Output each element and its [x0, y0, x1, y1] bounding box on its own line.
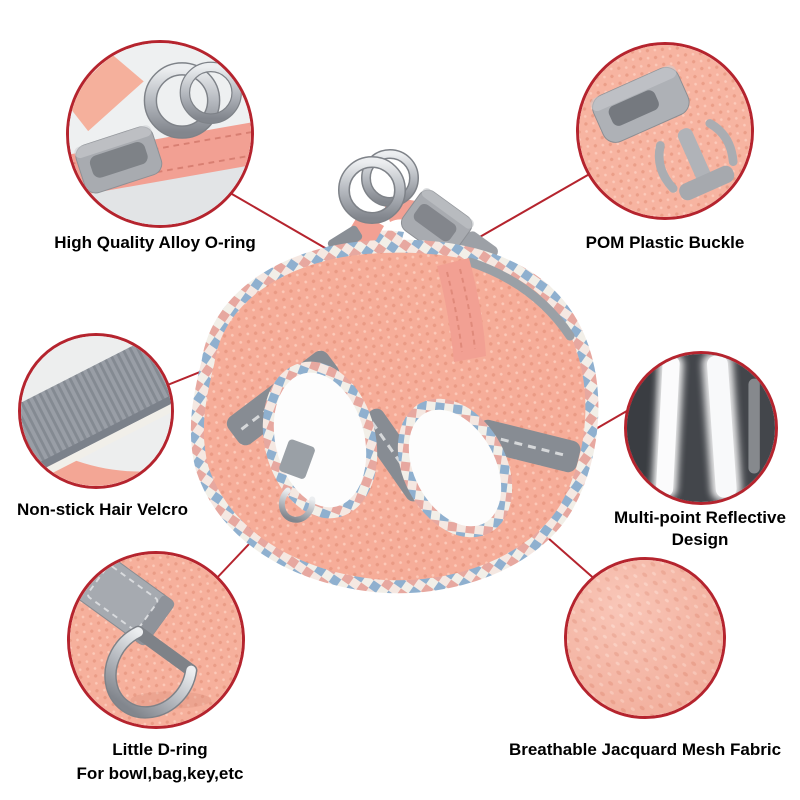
- callout-mesh: [564, 557, 726, 719]
- leg-hole-right: [397, 398, 513, 538]
- dring-sublabel: For bowl,bag,key,etc: [76, 764, 244, 783]
- dring-label: Little D-ring: [112, 740, 208, 759]
- connector-line-oring: [224, 189, 333, 253]
- callout-reflective: [624, 351, 778, 505]
- reflective-label: Multi-point Reflective Design: [614, 508, 786, 550]
- buckle-detail-photo: [579, 45, 751, 217]
- reflective-strip-right: [475, 419, 581, 473]
- mesh-detail-photo: [567, 560, 723, 716]
- reflective-bar-1: [652, 354, 684, 499]
- callout-buckle: [576, 42, 754, 220]
- callout-dring: [67, 551, 245, 729]
- metal-d-ring: [104, 625, 198, 719]
- o-ring: [338, 149, 419, 224]
- mesh-label: Breathable Jacquard Mesh Fabric: [508, 740, 782, 759]
- harness-chest-strap: [437, 258, 486, 362]
- buckle-female-part: [590, 65, 690, 143]
- buckle-label: POM Plastic Buckle: [585, 233, 745, 252]
- oring-buckle-piece: [74, 125, 163, 194]
- reflective-detail-photo: [627, 354, 775, 502]
- velcro-label: Non-stick Hair Velcro: [16, 500, 188, 519]
- gray-edge-binding: [465, 257, 575, 341]
- harness-d-ring: [278, 439, 316, 523]
- callout-velcro: [18, 333, 174, 489]
- connector-line-buckle: [477, 167, 601, 239]
- velcro-detail-photo: [21, 336, 171, 486]
- callout-oring: [66, 40, 254, 228]
- alloy-o-rings: [143, 61, 242, 139]
- oring-label: High Quality Alloy O-ring: [54, 233, 256, 252]
- reflective-bar-2: [702, 354, 742, 501]
- dring-detail-photo: [70, 554, 242, 726]
- oring-detail-photo: [69, 43, 251, 225]
- buckle-male-part: [654, 119, 738, 201]
- harness-body: [190, 239, 599, 594]
- connector-line-mesh: [547, 537, 599, 583]
- velcro-strip: [21, 336, 171, 486]
